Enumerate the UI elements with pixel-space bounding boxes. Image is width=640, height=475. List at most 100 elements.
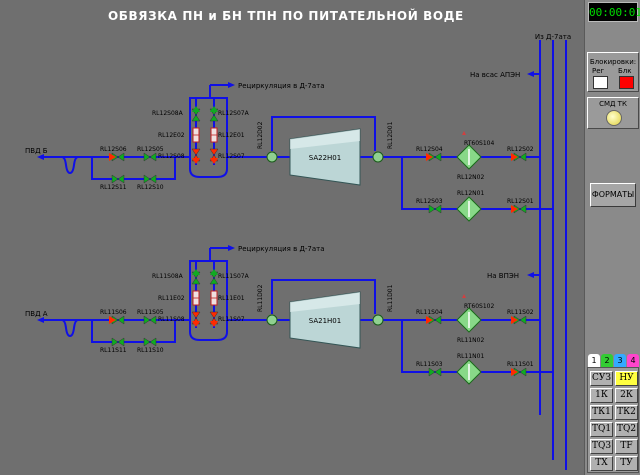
valve-RL11S07A[interactable] — [209, 269, 219, 285]
recirc-loop-a — [189, 260, 228, 332]
tag-RL11S07A: RL11S07A — [218, 273, 250, 280]
recirc-label-a: Рециркуляция в Д-7ата — [238, 245, 325, 253]
tag-RL12S07: RL12S07 — [218, 153, 245, 160]
tag-RL12N02: RL12N02 — [457, 174, 484, 181]
nozzle-RL11D02[interactable] — [266, 314, 278, 326]
format-button-2[interactable]: НУ — [615, 371, 638, 386]
valve-RL12S07A-arrow-icon — [210, 106, 218, 112]
blk-toggle[interactable] — [619, 76, 634, 89]
format-button-9[interactable]: ТQ3 — [590, 439, 613, 454]
valve-RL12S03-body-icon — [428, 204, 442, 214]
discharge-lower-a — [401, 320, 553, 373]
valve-RL11S08[interactable] — [191, 311, 201, 327]
valve-RL12S01[interactable] — [511, 204, 527, 214]
valve-RL11S01[interactable] — [511, 367, 527, 377]
valve-RL12S02[interactable] — [511, 152, 527, 162]
pump-b-shine — [290, 129, 360, 149]
nozzle-RL11D01[interactable] — [372, 314, 384, 326]
valve-RL12S07-arrow-icon — [210, 158, 218, 164]
tag-RL12E01: RL12E01 — [218, 132, 245, 139]
temp-sensor-icon-b — [462, 131, 466, 135]
valve-RL12S07A[interactable] — [209, 106, 219, 122]
valve-RL12S08-arrow-icon — [192, 158, 200, 164]
valve-RL11S07[interactable] — [209, 311, 219, 327]
nozzle-RL12D02[interactable] — [266, 151, 278, 163]
valve-RL11S10[interactable] — [143, 337, 157, 347]
bypass-pipe-a — [91, 320, 176, 343]
tag-RL12S10: RL12S10 — [137, 184, 164, 191]
valve-RL11S06[interactable] — [109, 315, 125, 325]
u-bend-b — [61, 156, 79, 175]
valve-RL12S06[interactable] — [109, 152, 125, 162]
tag-RL11S02: RL11S02 — [507, 309, 534, 316]
valve-RL11S06-arrow-icon — [109, 316, 116, 324]
format-button-6[interactable]: ТК2 — [615, 405, 638, 420]
valve-RL12S08A-arrow-icon — [192, 106, 200, 112]
nozzle-RL12D01[interactable] — [372, 151, 384, 163]
block-panel: Блокировки: Рег Блк — [587, 52, 639, 92]
tab-4[interactable]: 4 — [627, 354, 639, 367]
bypass-pipe-b — [91, 157, 176, 180]
format-button-3[interactable]: 1К — [590, 388, 613, 403]
valve-RL11S08A[interactable] — [191, 269, 201, 285]
reg-toggle[interactable] — [593, 76, 608, 89]
tag-RL12N01: RL12N01 — [457, 190, 484, 197]
recirc-loop-b — [189, 97, 228, 169]
valve-RL12S08[interactable] — [191, 148, 201, 164]
regulator-RL11N02[interactable] — [456, 307, 482, 333]
tag-RL11S11: RL11S11 — [100, 347, 127, 354]
page-title: ОБВЯЗКА ПН и БН ТПН ПО ПИТАТЕЛЬНОЙ ВОДЕ — [108, 9, 464, 23]
format-button-1[interactable]: СУЗ — [590, 371, 613, 386]
tag-RL12S02: RL12S02 — [507, 146, 534, 153]
valve-RL12S11[interactable] — [111, 174, 125, 184]
format-button-7[interactable]: ТQ1 — [590, 422, 613, 437]
mimic-scheme: ОБВЯЗКА ПН и БН ТПН ПО ПИТАТЕЛЬНОЙ ВОДЕ … — [0, 0, 584, 475]
valve-RL12S05[interactable] — [143, 152, 157, 162]
format-button-8[interactable]: ТQ2 — [615, 422, 638, 437]
valve-RL11S03[interactable] — [428, 367, 442, 377]
tag-RL11N02: RL11N02 — [457, 337, 484, 344]
tag-RL11S06: RL11S06 — [100, 309, 127, 316]
format-button-12[interactable]: ТУ — [615, 456, 638, 471]
block-title: Блокировки: — [589, 58, 637, 66]
valve-RL12S04[interactable] — [426, 152, 442, 162]
valve-RL12S10-body-icon — [143, 174, 157, 184]
valve-RL11S03-body-icon — [428, 367, 442, 377]
blk-label: Блк — [618, 67, 632, 75]
regulator-RL12N01[interactable] — [456, 196, 482, 222]
format-button-10[interactable]: ТF — [615, 439, 638, 454]
u-bend-a — [61, 319, 79, 338]
pump-loop-b — [271, 116, 376, 151]
tag-RL11N01: RL11N01 — [457, 353, 484, 360]
recirc-bottom-b — [189, 168, 228, 178]
valve-RL11S05[interactable] — [143, 315, 157, 325]
valve-RL11S11[interactable] — [111, 337, 125, 347]
pump-a[interactable]: SA21H01 — [289, 291, 361, 349]
pump-b[interactable]: SA22H01 — [289, 128, 361, 186]
valve-RL12S03[interactable] — [428, 204, 442, 214]
filter-RL11E02 — [192, 290, 200, 306]
valve-RL11S04[interactable] — [426, 315, 442, 325]
valve-RL12S10[interactable] — [143, 174, 157, 184]
valve-RL12S08A[interactable] — [191, 106, 201, 122]
format-button-11[interactable]: ТХ — [590, 456, 613, 471]
tab-3[interactable]: 3 — [614, 354, 626, 367]
regulator-RL11N01[interactable] — [456, 359, 482, 385]
valve-RL11S05-body-icon — [143, 315, 157, 325]
valve-RL12S05-body-icon — [143, 152, 157, 162]
format-button-4[interactable]: 2К — [615, 388, 638, 403]
tab-2[interactable]: 2 — [601, 354, 613, 367]
valve-RL12S07[interactable] — [209, 148, 219, 164]
valve-RL12S02-arrow-icon — [511, 153, 518, 161]
pump-a-shine — [290, 292, 360, 312]
formats-button[interactable]: ФОРМАТЫ — [590, 183, 636, 207]
smd-lamp-icon[interactable] — [606, 110, 622, 126]
regulator-RL12N02[interactable] — [456, 144, 482, 170]
format-button-5[interactable]: ТК1 — [590, 405, 613, 420]
pvd-label-b: ПВД Б — [25, 147, 48, 155]
header-label: Из Д-7ата — [535, 33, 571, 41]
tab-1[interactable]: 1 — [588, 354, 600, 367]
valve-RL11S02[interactable] — [511, 315, 527, 325]
